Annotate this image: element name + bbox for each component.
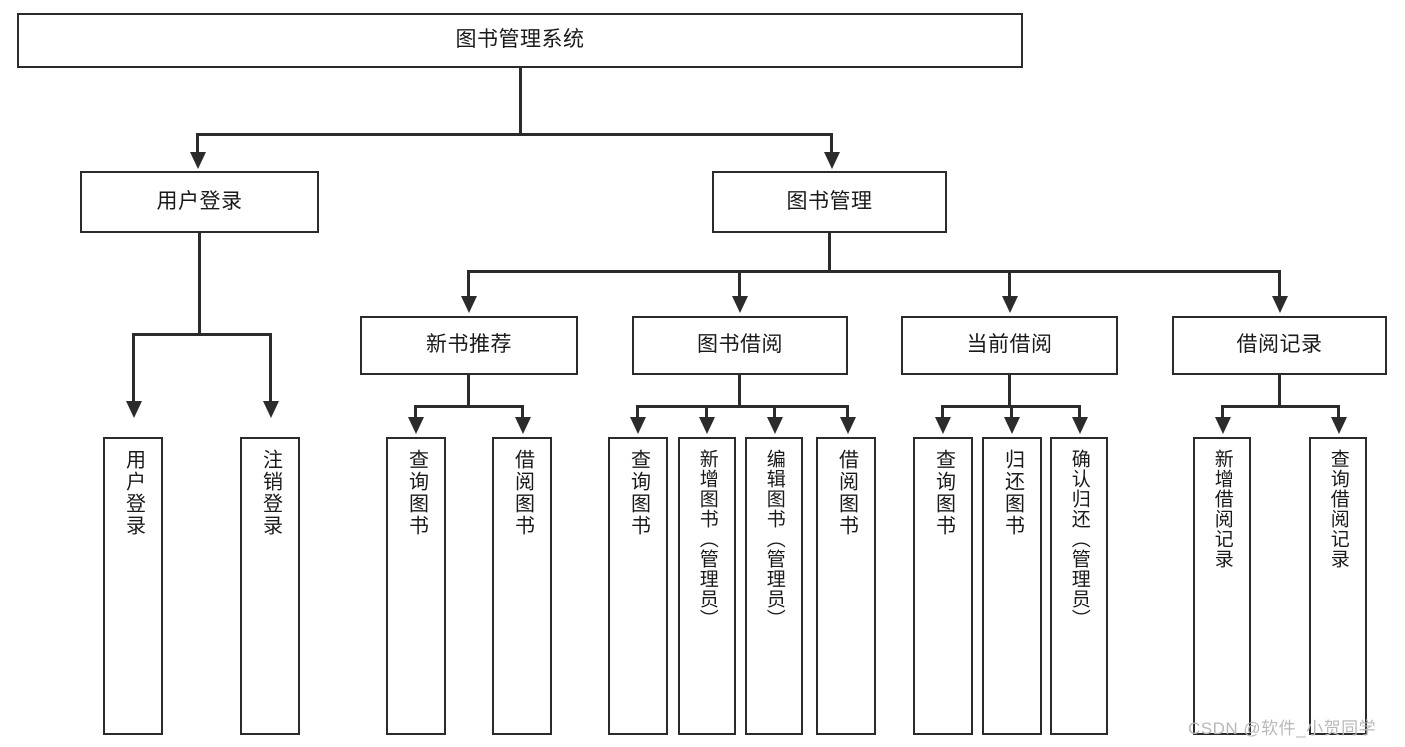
edge-book-management-distributor: [467, 270, 1281, 273]
edge-book-management-stem: [828, 233, 831, 272]
node-book-management[interactable]: 图书管理: [712, 171, 947, 233]
arrowhead-root-to-book-management: [824, 152, 840, 169]
arrowhead-current-borrow-leaf-1: [1004, 417, 1020, 434]
leaf-current-borrow-1[interactable]: 归还图书: [982, 437, 1042, 735]
edge-user-login-to-leaf-1: [269, 333, 272, 403]
leaf-current-borrow-0[interactable]: 查询图书: [913, 437, 973, 735]
edge-new-book-stem: [467, 375, 470, 407]
node-label: 新书推荐: [426, 333, 512, 357]
edge-user-login-distributor: [132, 333, 272, 336]
node-user-login[interactable]: 用户登录: [80, 171, 319, 233]
leaf-label: 借阅图书: [511, 449, 534, 537]
leaf-label: 查询借阅记录: [1327, 449, 1349, 569]
edge-borrow-record-distributor: [1221, 405, 1340, 408]
leaf-new-book-0[interactable]: 查询图书: [386, 437, 446, 735]
arrowhead-book-borrow-leaf-0: [630, 417, 646, 434]
leaf-label: 新增借阅记录: [1211, 449, 1233, 569]
arrowhead-current-borrow-leaf-0: [935, 417, 951, 434]
node-current-borrow[interactable]: 当前借阅: [901, 316, 1118, 375]
node-book-management-system[interactable]: 图书管理系统: [17, 13, 1023, 68]
leaf-label: 确认归还（管理员）: [1068, 449, 1090, 629]
leaf-book-borrow-0[interactable]: 查询图书: [608, 437, 668, 735]
leaf-label: 注销登录: [259, 449, 282, 537]
edge-root-stem: [519, 68, 522, 135]
leaf-label: 借阅图书: [835, 449, 858, 537]
arrowhead-bm-current-borrow: [1002, 296, 1018, 313]
node-borrow-record[interactable]: 借阅记录: [1172, 316, 1387, 375]
edge-current-borrow-to-leaf-2: [1078, 405, 1081, 419]
edge-current-borrow-to-leaf-0: [941, 405, 944, 419]
leaf-label: 查询图书: [627, 449, 650, 537]
node-label: 图书管理: [786, 189, 873, 213]
node-book-borrow[interactable]: 图书借阅: [632, 316, 848, 375]
edge-borrow-record-to-leaf-1: [1337, 405, 1340, 419]
node-label: 图书管理系统: [455, 28, 585, 52]
arrowhead-user-login-leaf-0: [126, 401, 142, 418]
arrowhead-bm-book-borrow: [732, 296, 748, 313]
node-label: 借阅记录: [1236, 333, 1323, 357]
edge-user-login-stem: [198, 233, 201, 335]
edge-book-borrow-to-leaf-0: [636, 405, 639, 419]
node-label: 图书借阅: [697, 333, 783, 357]
leaf-label: 查询图书: [932, 449, 955, 537]
edge-root-to-book-management: [830, 133, 833, 155]
edge-bm-to-new-book: [467, 270, 470, 298]
leaf-borrow-record-1[interactable]: 查询借阅记录: [1309, 437, 1367, 735]
leaf-user-login-0[interactable]: 用户登录: [103, 437, 163, 735]
leaf-label: 查询图书: [405, 449, 428, 537]
leaf-book-borrow-3[interactable]: 借阅图书: [816, 437, 876, 735]
arrowhead-book-borrow-leaf-1: [699, 417, 715, 434]
edge-book-borrow-to-leaf-1: [705, 405, 708, 419]
edge-bm-to-book-borrow: [738, 270, 741, 298]
edge-new-book-to-leaf-1: [521, 405, 524, 419]
leaf-label: 编辑图书（管理员）: [763, 449, 785, 629]
arrowhead-borrow-record-leaf-1: [1331, 417, 1347, 434]
node-label: 当前借阅: [966, 333, 1053, 357]
edge-current-borrow-to-leaf-1: [1010, 405, 1013, 419]
edge-borrow-record-stem: [1278, 375, 1281, 407]
leaf-label: 用户登录: [122, 449, 145, 537]
leaf-new-book-1[interactable]: 借阅图书: [492, 437, 552, 735]
node-new-book-recommend[interactable]: 新书推荐: [360, 316, 578, 375]
arrowhead-new-book-leaf-1: [515, 417, 531, 434]
arrowhead-bm-borrow-record: [1272, 296, 1288, 313]
arrowhead-root-to-user-login: [190, 152, 206, 169]
edge-book-borrow-to-leaf-3: [846, 405, 849, 419]
edge-bm-to-borrow-record: [1278, 270, 1281, 298]
leaf-borrow-record-0[interactable]: 新增借阅记录: [1193, 437, 1251, 735]
leaf-book-borrow-2[interactable]: 编辑图书（管理员）: [745, 437, 803, 735]
edge-new-book-distributor: [414, 405, 524, 408]
edge-user-login-to-leaf-0: [132, 333, 135, 403]
leaf-label: 新增图书（管理员）: [696, 449, 718, 629]
edge-current-borrow-stem: [1008, 375, 1011, 407]
csdn-watermark: CSDN @软件_小贺同学: [1188, 719, 1377, 738]
edge-book-borrow-to-leaf-2: [773, 405, 776, 419]
edge-borrow-record-to-leaf-0: [1221, 405, 1224, 419]
arrowhead-bm-new-book: [461, 296, 477, 313]
leaf-current-borrow-2[interactable]: 确认归还（管理员）: [1050, 437, 1108, 735]
node-label: 用户登录: [156, 189, 243, 213]
edge-book-borrow-stem: [738, 375, 741, 407]
edge-bm-to-current-borrow: [1008, 270, 1011, 298]
arrowhead-user-login-leaf-1: [263, 401, 279, 418]
edge-root-to-user-login: [196, 133, 199, 155]
arrowhead-new-book-leaf-0: [408, 417, 424, 434]
leaf-label: 归还图书: [1001, 449, 1024, 537]
edge-new-book-to-leaf-0: [414, 405, 417, 419]
arrowhead-book-borrow-leaf-3: [840, 417, 856, 434]
leaf-book-borrow-1[interactable]: 新增图书（管理员）: [678, 437, 736, 735]
leaf-user-login-1[interactable]: 注销登录: [240, 437, 300, 735]
arrowhead-current-borrow-leaf-2: [1072, 417, 1088, 434]
arrowhead-borrow-record-leaf-0: [1215, 417, 1231, 434]
arrowhead-book-borrow-leaf-2: [767, 417, 783, 434]
edge-book-borrow-distributor: [636, 405, 849, 408]
edge-root-distributor: [196, 133, 833, 136]
